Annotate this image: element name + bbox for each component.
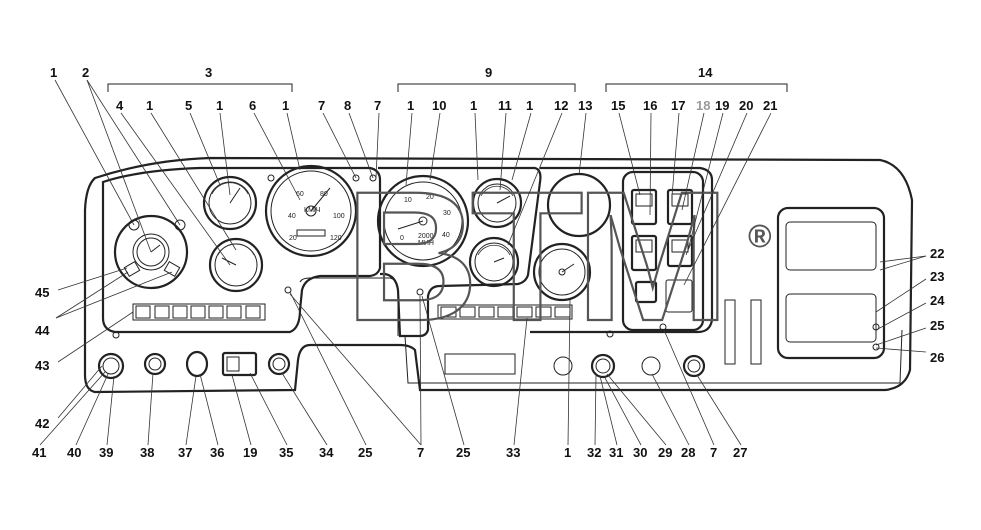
gauge-bottom-right-small (468, 236, 520, 288)
callout-labels-bottom: 41 40 39 38 37 36 19 35 34 25 7 25 33 1 … (32, 445, 747, 460)
group-brackets (107, 83, 788, 92)
svg-text:40: 40 (442, 232, 450, 239)
svg-text:30: 30 (443, 210, 451, 217)
indicator-strip-center (437, 304, 573, 320)
callout-label: 12 (554, 98, 568, 113)
callout-label: 32 (587, 445, 601, 460)
svg-text:20: 20 (289, 235, 297, 242)
callout-labels-top: 1 2 3 4 1 5 1 6 1 7 8 7 9 1 10 1 11 1 12… (50, 65, 777, 113)
callout-label: 7 (374, 98, 381, 113)
gauge-speedometer: 40 60 80 100 20 120 КМ/Ч (264, 164, 358, 258)
callout-label: 1 (470, 98, 477, 113)
callout-label: 13 (578, 98, 592, 113)
dashboard-outline (83, 156, 914, 394)
svg-text:60: 60 (296, 191, 304, 198)
callout-label: 30 (633, 445, 647, 460)
svg-text:80: 80 (320, 191, 328, 198)
leader-lines (39, 79, 927, 446)
callout-label: 1 (282, 98, 289, 113)
callout-label: 39 (99, 445, 113, 460)
callout-label: 14 (698, 65, 713, 80)
svg-text:100: 100 (333, 213, 345, 220)
callout-label: 23 (930, 269, 944, 284)
gauge-clock (113, 214, 189, 290)
callout-label: 6 (249, 98, 256, 113)
callout-label: 43 (35, 358, 49, 373)
callout-label: 45 (35, 285, 49, 300)
callout-label: 41 (32, 445, 46, 460)
callout-labels-right: 22 23 24 25 26 (930, 246, 945, 365)
callout-label: 38 (140, 445, 154, 460)
callout-label: 7 (710, 445, 717, 460)
callout-label: 44 (35, 323, 50, 338)
callout-label: 34 (319, 445, 334, 460)
indicator-strip-left (132, 303, 266, 321)
lower-controls (97, 299, 762, 380)
callout-label: 31 (609, 445, 623, 460)
callout-label: 7 (318, 98, 325, 113)
watermark-registered-mark: ® (748, 218, 772, 254)
callout-label: 28 (681, 445, 695, 460)
callout-label: 20 (739, 98, 753, 113)
callout-label: 4 (116, 98, 124, 113)
callout-label: 18 (696, 98, 710, 113)
callout-label: 29 (658, 445, 672, 460)
svg-text:2000: 2000 (418, 233, 434, 240)
watermark: BTM ® (344, 153, 772, 361)
callout-label: 40 (67, 445, 81, 460)
callout-label: 27 (733, 445, 747, 460)
gauge-pressure (532, 242, 592, 302)
gauge-top-right-small (471, 177, 523, 229)
callout-label: 11 (498, 98, 512, 113)
callout-label: 22 (930, 246, 944, 261)
callout-label: 25 (930, 318, 944, 333)
tacho-unit-text: МИН (418, 240, 434, 247)
callout-label: 15 (611, 98, 625, 113)
callout-label: 1 (564, 445, 571, 460)
callout-label: 5 (185, 98, 192, 113)
callout-label: 1 (216, 98, 223, 113)
svg-text:40: 40 (288, 213, 296, 220)
callout-label: 3 (205, 65, 212, 80)
callout-label: 17 (671, 98, 685, 113)
callout-label: 33 (506, 445, 520, 460)
gauge-tachometer: 10 20 30 40 0 2000 МИН (376, 174, 470, 268)
callout-label: 16 (643, 98, 657, 113)
callout-label: 24 (930, 293, 945, 308)
callout-label: 10 (432, 98, 446, 113)
callout-label: 1 (407, 98, 414, 113)
gauge-bottom-left-small (208, 237, 264, 293)
svg-text:0: 0 (400, 235, 404, 242)
callout-label: 2 (82, 65, 89, 80)
callout-label: 25 (358, 445, 372, 460)
callout-label: 19 (243, 445, 257, 460)
callout-label: 36 (210, 445, 224, 460)
gauge-top-left-small (202, 175, 258, 231)
callout-label: 1 (526, 98, 533, 113)
callout-label: 1 (146, 98, 153, 113)
callout-label: 37 (178, 445, 192, 460)
callout-label: 26 (930, 350, 944, 365)
callout-label: 19 (715, 98, 729, 113)
callout-label: 25 (456, 445, 470, 460)
callout-label: 1 (50, 65, 57, 80)
svg-text:120: 120 (330, 235, 342, 242)
rocker-switches (630, 188, 694, 313)
svg-text:20: 20 (426, 194, 434, 201)
callout-labels-left: 45 44 43 42 (35, 285, 50, 431)
callout-label: 35 (279, 445, 293, 460)
watermark-text: BTM (345, 154, 722, 360)
callout-label: 21 (763, 98, 777, 113)
callout-label: 9 (485, 65, 492, 80)
svg-text:10: 10 (404, 197, 412, 204)
callout-label: 8 (344, 98, 351, 113)
callout-label: 7 (417, 445, 424, 460)
speedo-unit-text: КМ/Ч (304, 207, 321, 214)
callout-label: 42 (35, 416, 49, 431)
screws (112, 174, 880, 351)
